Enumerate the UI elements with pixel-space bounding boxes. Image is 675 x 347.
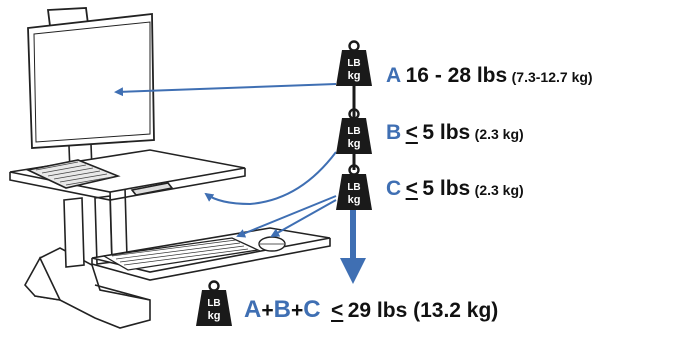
- weight-icon-b: LB kg: [336, 108, 372, 154]
- arrow-a: [114, 83, 337, 97]
- svg-text:kg: kg: [348, 194, 361, 206]
- svg-text:kg: kg: [208, 310, 221, 322]
- load-arrows: [114, 83, 337, 238]
- label-c: C < 5 lbs (2.3 kg): [386, 177, 524, 200]
- svg-text:LB: LB: [347, 58, 360, 69]
- keyboard: [102, 237, 261, 271]
- svg-text:kg: kg: [348, 70, 361, 82]
- svg-text:LB: LB: [347, 126, 360, 137]
- svg-text:kg: kg: [348, 138, 361, 150]
- svg-text:LB: LB: [347, 182, 360, 193]
- weight-icon-a: LB kg: [336, 40, 372, 86]
- label-a: A 16 - 28 lbs (7.3-12.7 kg): [386, 64, 593, 87]
- monitor: [27, 7, 155, 149]
- work-surface: [9, 149, 246, 201]
- arrow-b: [204, 151, 337, 206]
- label-total: A+B+C < 29 lbs (13.2 kg): [244, 296, 499, 323]
- total-arrow: [340, 200, 366, 284]
- arrow-c-1: [236, 195, 337, 238]
- weight-icon-total: LB kg: [196, 280, 232, 326]
- mouse: [258, 236, 286, 252]
- svg-text:LB: LB: [207, 298, 220, 309]
- weight-icon-c: LB kg: [336, 164, 372, 210]
- label-b: B < 5 lbs (2.3 kg): [386, 121, 524, 144]
- arrow-c-2: [270, 199, 337, 237]
